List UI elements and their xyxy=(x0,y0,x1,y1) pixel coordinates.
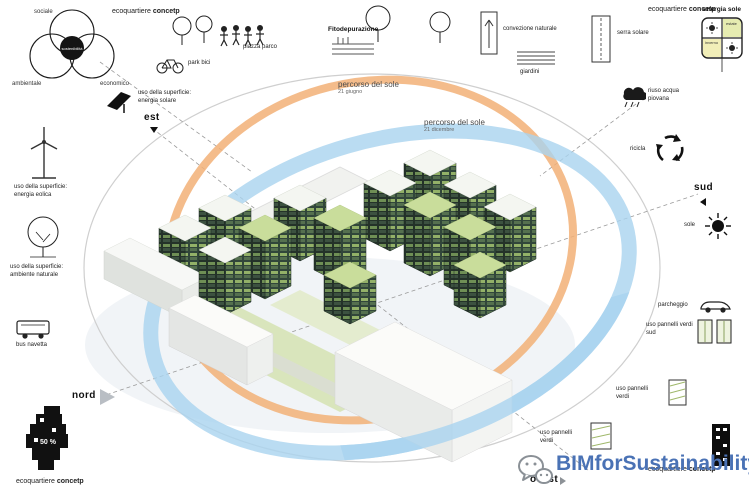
sun-label: sole xyxy=(684,222,696,228)
tree-circle-icon xyxy=(27,216,59,258)
nord-arrow-icon xyxy=(100,389,115,405)
bus-icon xyxy=(16,320,50,339)
corner-label-bottom-right: ecoquartiere concetp xyxy=(648,466,716,473)
venn-right-label: economico xyxy=(100,81,130,87)
rainwater-label: riuso acqua piovana xyxy=(648,88,680,102)
sun-icon xyxy=(705,213,731,239)
estate-label: estate xyxy=(726,21,738,26)
solar-surface-label: uso della superficie: energia solare xyxy=(138,90,192,104)
corner-label-bottom-left: ecoquartiere concetp xyxy=(16,478,84,485)
wind-surface-label: uso della superficie: energia eolica xyxy=(14,184,68,198)
sun-path-winter-arc-front xyxy=(321,256,637,461)
tree-icon xyxy=(365,5,391,42)
parking-label: parcheggio xyxy=(658,302,688,308)
louvers-icon xyxy=(517,51,555,65)
venn-left-label: ambientale xyxy=(12,81,42,87)
sun-energy-label: energia sole xyxy=(703,6,741,13)
sun-energy-grid-icon: estate inverno xyxy=(701,17,743,72)
park-label: piazza parco xyxy=(243,44,278,50)
greenhouse-label: serra solare xyxy=(617,30,649,36)
convection-label: convezione naturale xyxy=(503,26,557,32)
park-trees-people-icon xyxy=(172,15,264,47)
sun-path-winter-label: percorso del sole 21 dicembre xyxy=(424,118,485,133)
sun-path-summer-label: percorso del sole 21 giugno xyxy=(338,80,399,95)
green-panel-est-icon xyxy=(668,379,687,406)
dome-outline xyxy=(83,73,661,463)
recycle-icon xyxy=(656,134,684,162)
est-arrow-icon xyxy=(150,127,158,133)
solar-panel-icon xyxy=(107,92,131,113)
recycle-label: ricicla xyxy=(630,146,646,152)
venn-top-label: sociale xyxy=(34,9,53,15)
venn-diagram: sostenibilità sociale ambientale economi… xyxy=(12,9,130,87)
corner-label-top-right: ecoquartiere concetp xyxy=(648,6,716,13)
watermark-text: BIMforSustainability xyxy=(556,452,749,475)
corner-label-top-left: ecoquartiere concetp xyxy=(112,8,180,15)
greenhouse-icon xyxy=(591,15,611,63)
venn-center xyxy=(60,36,84,60)
panels-sud-label: uso pannelli verdi sud xyxy=(646,322,693,336)
green-panel-ovest-icon xyxy=(590,422,612,450)
stack-ventilation-icon xyxy=(480,11,498,55)
panels-est-label: uso pannelli verdi xyxy=(616,386,649,400)
venn-center-label: sostenibilità xyxy=(62,46,84,51)
louvers-label: giardini xyxy=(520,69,540,75)
panels-ovest-label: uso pannelli verdi xyxy=(540,430,573,444)
tree-icon-2 xyxy=(429,11,451,43)
green-panel-sud-icon xyxy=(697,319,732,344)
inverno-label: inverno xyxy=(705,40,719,45)
phytodepuration-label: Fitodepurazione xyxy=(328,26,379,33)
direction-nord: nord xyxy=(72,390,96,401)
bicycle-icon xyxy=(156,59,184,74)
rain-cloud-icon xyxy=(623,87,646,108)
phytodepuration-icon xyxy=(332,37,374,55)
percent-label: 50 % xyxy=(40,439,57,446)
ovest-arrow-icon xyxy=(560,477,566,485)
nature-surface-label: uso della superficie: ambiente naturale xyxy=(10,264,64,278)
pixel-tower-icon: 50 % xyxy=(26,406,68,470)
wechat-icon xyxy=(518,455,553,484)
bus-label: bus navetta xyxy=(16,342,48,348)
black-tower-icon xyxy=(712,424,730,466)
direction-est: est xyxy=(144,112,160,123)
sud-arrow-icon xyxy=(700,198,706,206)
direction-sud: sud xyxy=(694,182,713,193)
bike-label: park bici xyxy=(188,60,211,66)
car-icon xyxy=(700,301,731,313)
wind-turbine-icon xyxy=(30,127,58,179)
